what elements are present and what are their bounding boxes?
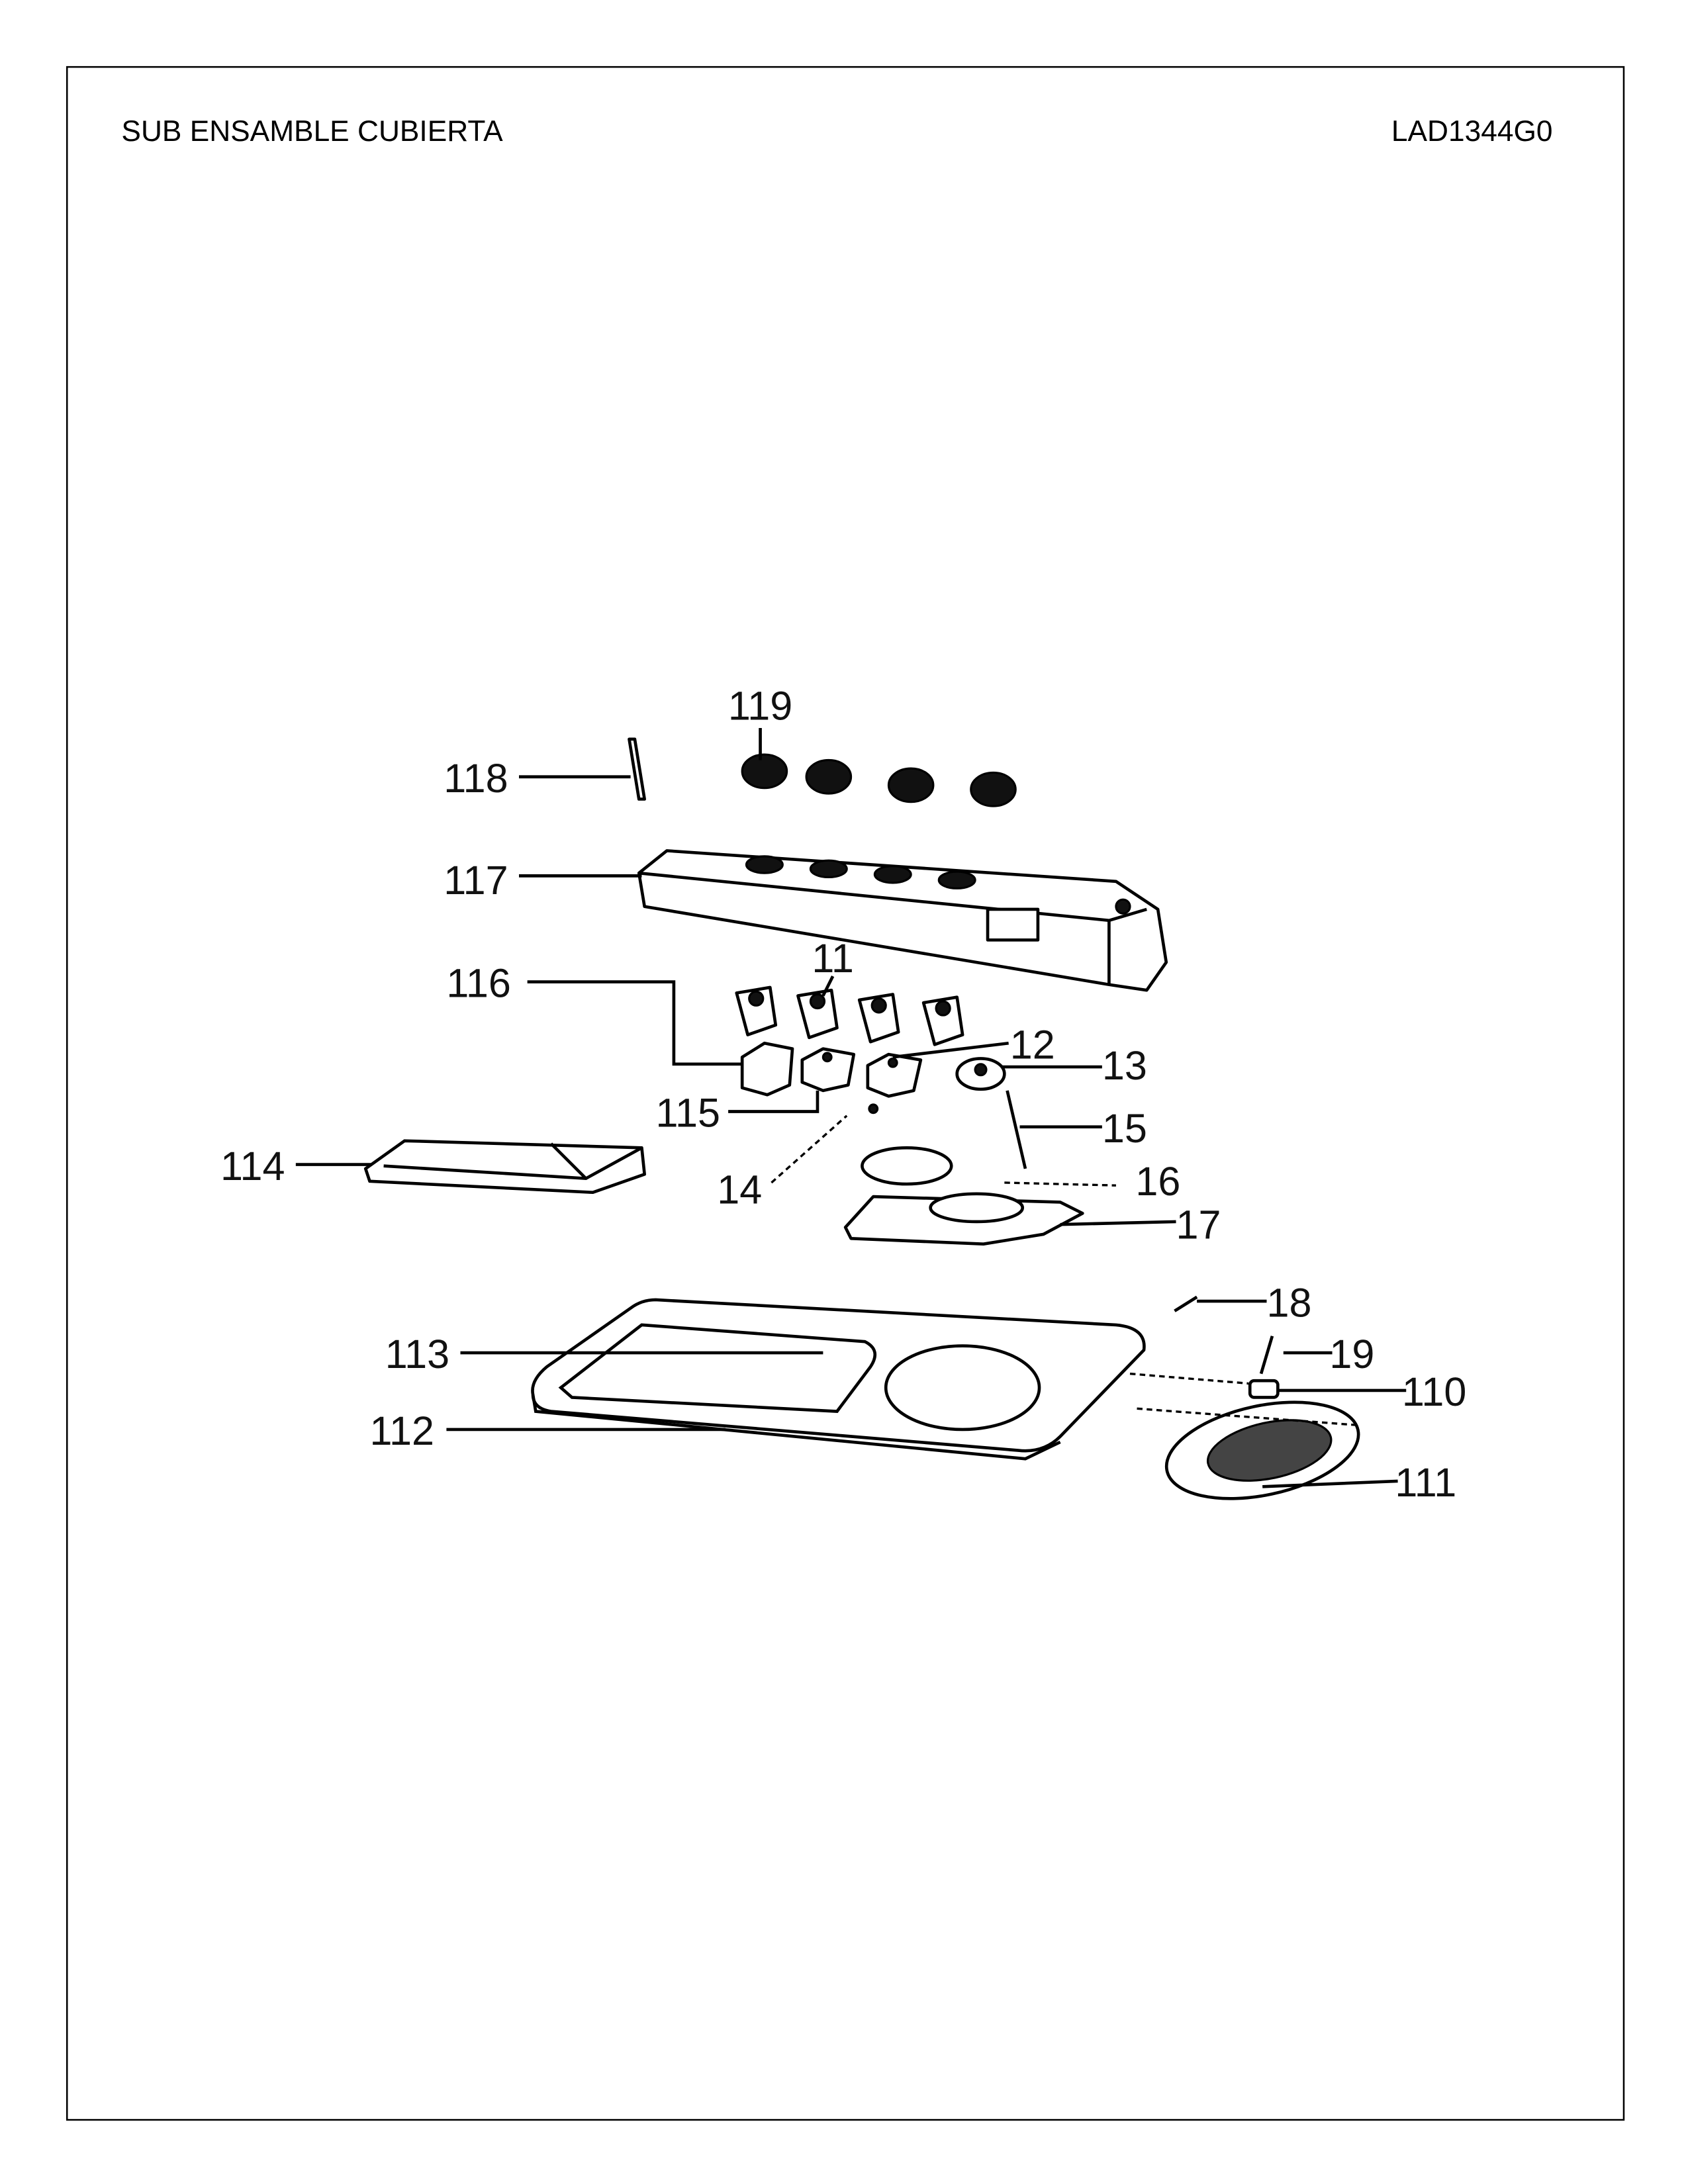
callout-114: 114	[220, 1144, 285, 1189]
part-19-pin	[1259, 1336, 1274, 1375]
part-118-strip	[628, 737, 646, 801]
part-113-top-frame	[531, 1298, 1146, 1461]
callout-17: 17	[1176, 1202, 1221, 1247]
callout-115: 115	[656, 1091, 720, 1136]
part-114-lid	[363, 1139, 646, 1195]
callout-112: 112	[370, 1408, 434, 1453]
part-111-cover	[1164, 1400, 1360, 1500]
part-11-switches	[735, 985, 964, 1046]
part-17-plate	[843, 1146, 1084, 1246]
callout-12: 12	[1010, 1022, 1055, 1067]
callout-111: 111	[1395, 1460, 1456, 1505]
callout-18: 18	[1267, 1280, 1312, 1325]
callout-13: 13	[1102, 1043, 1147, 1088]
part-switch-blocks	[740, 1041, 1006, 1115]
page-border	[66, 66, 1625, 2121]
model-code: LAD1344G0	[1391, 115, 1553, 148]
callout-15: 15	[1102, 1106, 1147, 1151]
callout-117: 117	[444, 858, 508, 903]
callout-14: 14	[717, 1167, 762, 1212]
part-18-spring	[1174, 1295, 1198, 1312]
part-117-control-panel	[637, 849, 1168, 992]
callout-118: 118	[444, 756, 508, 801]
callout-19: 19	[1329, 1332, 1374, 1377]
callout-113: 113	[385, 1332, 449, 1377]
callout-119: 119	[728, 683, 792, 728]
callout-110: 110	[1402, 1369, 1466, 1414]
diagram-title: SUB ENSAMBLE CUBIERTA	[121, 115, 503, 148]
callout-16: 16	[1135, 1159, 1180, 1204]
leader-lines	[295, 728, 1407, 1488]
part-110-latch	[1248, 1379, 1280, 1399]
callout-11: 11	[812, 936, 853, 981]
callout-116: 116	[446, 961, 510, 1006]
part-119-knobs	[741, 753, 1017, 807]
dashed-guide-lines	[1129, 1372, 1360, 1427]
